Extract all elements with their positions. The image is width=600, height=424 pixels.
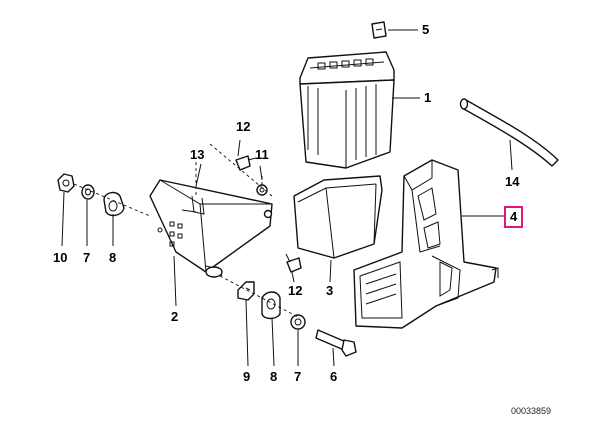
leader-lines	[61, 29, 513, 367]
callout-14[interactable]: 14	[505, 174, 520, 189]
callout-7-left[interactable]: 7	[83, 250, 91, 265]
callout-1[interactable]: 1	[424, 90, 432, 105]
battery	[299, 51, 395, 169]
callout-11[interactable]: 11	[255, 147, 269, 162]
callout-10[interactable]: 10	[53, 250, 68, 265]
hardware-left	[57, 173, 125, 217]
vent-cap	[371, 21, 387, 39]
callout-7-lower[interactable]: 7	[294, 369, 302, 384]
callout-12-lower[interactable]: 12	[288, 283, 303, 298]
callout-2[interactable]: 2	[171, 309, 179, 324]
battery-liner	[293, 175, 383, 259]
callout-5[interactable]: 5	[422, 22, 430, 37]
hardware-upper	[235, 155, 302, 273]
battery-holder	[353, 159, 499, 329]
mounting-bracket	[149, 179, 273, 278]
callout-4-highlighted[interactable]: 4	[503, 206, 524, 228]
callout-13[interactable]: 13	[190, 147, 205, 162]
vent-hose	[459, 98, 559, 167]
callout-12-upper[interactable]: 12	[236, 119, 251, 134]
callout-6[interactable]: 6	[330, 369, 338, 384]
callout-3[interactable]: 3	[326, 283, 334, 298]
callout-8-lower[interactable]: 8	[270, 369, 278, 384]
callout-9[interactable]: 9	[243, 369, 251, 384]
callout-8-left[interactable]: 8	[109, 250, 117, 265]
drawing-number: 00033859	[511, 406, 552, 416]
hardware-lower	[237, 281, 357, 357]
